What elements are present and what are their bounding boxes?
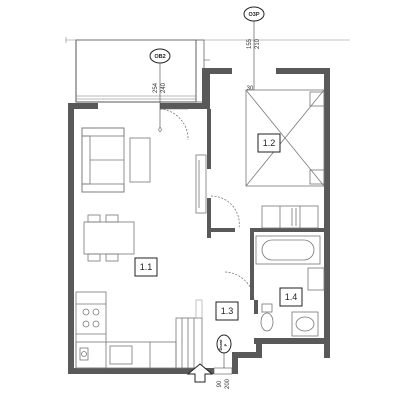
wardrobe	[175, 317, 203, 369]
svg-text:P: P	[223, 343, 228, 346]
kitchen-counter	[75, 291, 177, 369]
dining-table	[83, 214, 135, 262]
entrance-marker: Drzwi P 90 200	[216, 334, 232, 389]
svg-text:1.3: 1.3	[221, 306, 234, 316]
svg-text:Drzwi: Drzwi	[218, 340, 223, 351]
balcony-door	[159, 108, 189, 141]
walls	[68, 68, 330, 374]
radiator-hall	[195, 299, 203, 319]
svg-text:30: 30	[247, 86, 254, 92]
tv-cabinet	[195, 154, 207, 214]
svg-text:1.4: 1.4	[285, 292, 298, 302]
svg-text:240: 240	[161, 82, 167, 93]
window-marker-o3p: O3P 155 210 30	[243, 6, 265, 92]
bed	[245, 89, 325, 187]
room-label-1-3: 1.3	[215, 301, 239, 321]
sofa	[81, 127, 125, 193]
svg-text:O3P: O3P	[248, 12, 259, 18]
window-marker-ob2: OB2 254 240 0	[149, 48, 171, 134]
bathtub	[255, 235, 321, 265]
svg-text:254: 254	[153, 82, 159, 93]
svg-text:90: 90	[217, 380, 223, 387]
room-label-1-4: 1.4	[279, 287, 303, 307]
room-label-1-2: 1.2	[257, 133, 281, 153]
coffee-table	[129, 137, 151, 183]
toilet	[260, 303, 274, 332]
svg-text:1.1: 1.1	[140, 262, 153, 272]
room-label-1-1: 1.1	[134, 257, 158, 277]
bedroom-wardrobe	[261, 205, 319, 229]
svg-text:0: 0	[158, 128, 162, 134]
bedroom-door	[210, 195, 240, 229]
balcony	[65, 37, 350, 103]
svg-text:155: 155	[247, 38, 253, 49]
svg-text:OB2: OB2	[154, 54, 165, 60]
bathroom-door	[223, 271, 255, 301]
entrance-arrow-icon	[186, 363, 214, 383]
entrance-door	[213, 367, 233, 375]
sink	[291, 311, 319, 337]
svg-text:210: 210	[255, 38, 261, 49]
svg-text:1.2: 1.2	[263, 138, 276, 148]
svg-text:200: 200	[225, 378, 231, 389]
washing-machine	[307, 267, 325, 291]
